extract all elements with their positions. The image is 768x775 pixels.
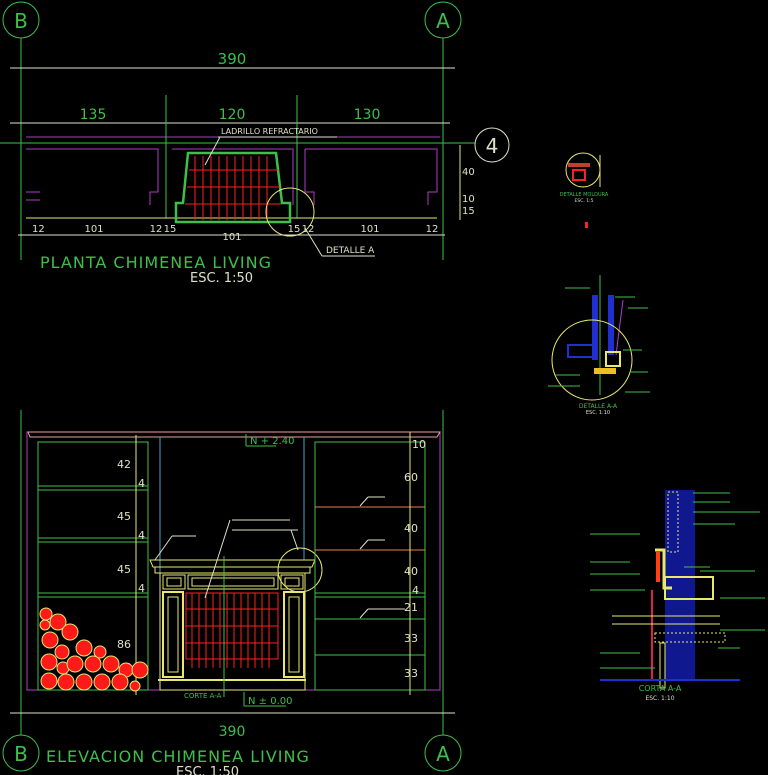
plan-scale: ESC. 1:50: [190, 271, 253, 286]
fireplace-surround: [149, 559, 316, 691]
svg-text:101: 101: [84, 224, 103, 235]
elevation-title: ELEVACION CHIMENEA LIVING: [46, 747, 310, 766]
grid-bubble-b-bottom: B: [2, 734, 40, 772]
svg-text:12: 12: [150, 224, 163, 235]
left-shelf-dimensions: 42 4 45 4 45 4 86: [117, 458, 145, 651]
grid-bubble-a-top: A: [424, 1, 462, 39]
brick-label: LADRILLO REFRACTARIO: [221, 127, 318, 136]
fireplace-grate: [185, 592, 279, 668]
detail-a-a: DETALLE A-A ESC. 1:10: [548, 275, 650, 416]
bay-dim: 135: [80, 107, 107, 123]
level-bottom: N ± 0.00: [243, 692, 292, 707]
svg-text:DETALLE A-A: DETALLE A-A: [579, 403, 618, 410]
svg-text:40: 40: [404, 565, 418, 578]
svg-text:15: 15: [288, 224, 301, 235]
plan-view: B A 390 135 120 130 LAD: [0, 1, 510, 286]
svg-text:4: 4: [486, 134, 499, 158]
right-shelf-dimensions: 10 60 40 40 4 21 33 33: [404, 438, 426, 680]
grid-bubble-a-bottom: A: [424, 734, 462, 772]
elevation-view: 42 4 45 4 45 4 86: [2, 410, 462, 775]
svg-text:4: 4: [138, 477, 145, 490]
svg-text:DETALLE MOLDURA: DETALLE MOLDURA: [560, 192, 609, 198]
svg-text:N ± 0.00: N ± 0.00: [248, 696, 292, 707]
overall-dimension: 390: [218, 50, 247, 68]
svg-text:42: 42: [117, 458, 131, 471]
detail-a-label: DETALLE A: [326, 246, 375, 256]
svg-text:B: B: [14, 9, 28, 33]
grid-bubble-4: 4: [474, 127, 510, 163]
firebox-plan: [174, 151, 292, 224]
svg-text:ESC. 1:10: ESC. 1:10: [645, 695, 674, 702]
svg-text:33: 33: [404, 667, 418, 680]
section-mark[interactable]: CORTE A-A: [184, 692, 222, 700]
svg-text:86: 86: [117, 638, 131, 651]
detail-moldura: DETALLE MOLDURA ESC. 1:5: [560, 152, 609, 228]
svg-text:4: 4: [138, 582, 145, 595]
detail-a-callout[interactable]: [265, 187, 315, 237]
svg-text:45: 45: [117, 510, 131, 523]
svg-text:ESC. 1:5: ESC. 1:5: [575, 198, 594, 204]
svg-text:21: 21: [404, 601, 418, 614]
level-top: N + 2.40: [245, 434, 294, 447]
svg-text:15: 15: [462, 206, 475, 217]
plan-title: PLANTA CHIMENEA LIVING: [40, 253, 272, 272]
svg-text:12: 12: [426, 224, 439, 235]
elevation-scale: ESC. 1:50: [176, 765, 239, 775]
svg-text:CORTA A-A: CORTA A-A: [639, 684, 682, 693]
svg-text:A: A: [436, 9, 450, 33]
firewood-logs: [39, 607, 149, 692]
svg-text:40: 40: [404, 522, 418, 535]
svg-text:60: 60: [404, 471, 418, 484]
svg-text:45: 45: [117, 563, 131, 576]
molding-detail-callout[interactable]: [277, 547, 323, 593]
bay-dim: 120: [219, 107, 246, 123]
lower-dimensions: 12 101 12 15 101 15 12 101 12: [32, 224, 438, 243]
svg-text:101: 101: [222, 232, 241, 243]
svg-text:N + 2.40: N + 2.40: [250, 436, 294, 447]
svg-text:4: 4: [412, 584, 419, 597]
vidrio-leaders: [359, 496, 405, 619]
svg-text:4: 4: [138, 529, 145, 542]
svg-text:12: 12: [32, 224, 45, 235]
svg-text:40: 40: [462, 167, 475, 178]
svg-text:15: 15: [164, 224, 177, 235]
svg-text:33: 33: [404, 632, 418, 645]
side-dimensions: 40 10 15: [462, 167, 475, 217]
svg-text:B: B: [14, 742, 28, 766]
svg-text:12: 12: [302, 224, 315, 235]
svg-text:A: A: [436, 742, 450, 766]
svg-text:ESC. 1:10: ESC. 1:10: [586, 410, 610, 416]
elevation-overall-dimension: 390: [219, 724, 246, 740]
bay-dim: 130: [354, 107, 381, 123]
corte-a-a: CORTA A-A ESC. 1:10: [590, 490, 765, 702]
grid-bubble-b-top: B: [2, 1, 40, 39]
svg-text:10: 10: [412, 438, 426, 451]
svg-text:10: 10: [462, 194, 475, 205]
svg-text:101: 101: [360, 224, 379, 235]
